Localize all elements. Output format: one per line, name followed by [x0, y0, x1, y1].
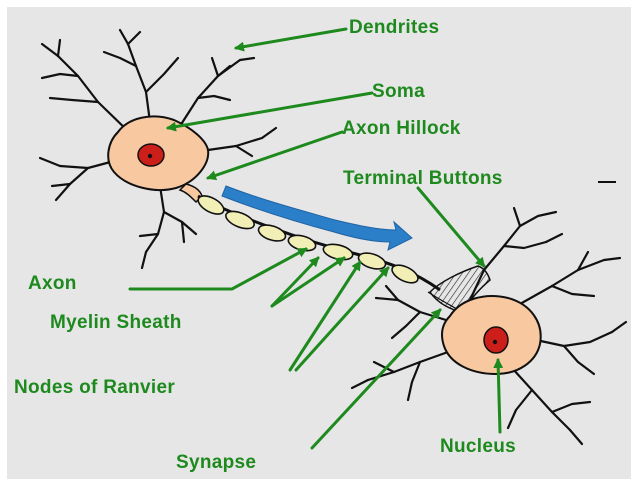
nucleus-pointer — [498, 360, 500, 432]
label-nodes-of-ranvier: Nodes of Ranvier — [14, 377, 175, 399]
label-myelin-sheath: Myelin Sheath — [50, 312, 182, 334]
label-synapse: Synapse — [176, 452, 256, 474]
label-nucleus: Nucleus — [440, 436, 516, 458]
label-terminal-buttons: Terminal Buttons — [343, 168, 503, 190]
label-dendrites: Dendrites — [349, 17, 439, 39]
label-soma: Soma — [372, 81, 425, 103]
label-axon-hillock: Axon Hillock — [342, 118, 461, 140]
label-axon: Axon — [28, 273, 77, 295]
neuron-2-nucleus — [484, 327, 508, 353]
